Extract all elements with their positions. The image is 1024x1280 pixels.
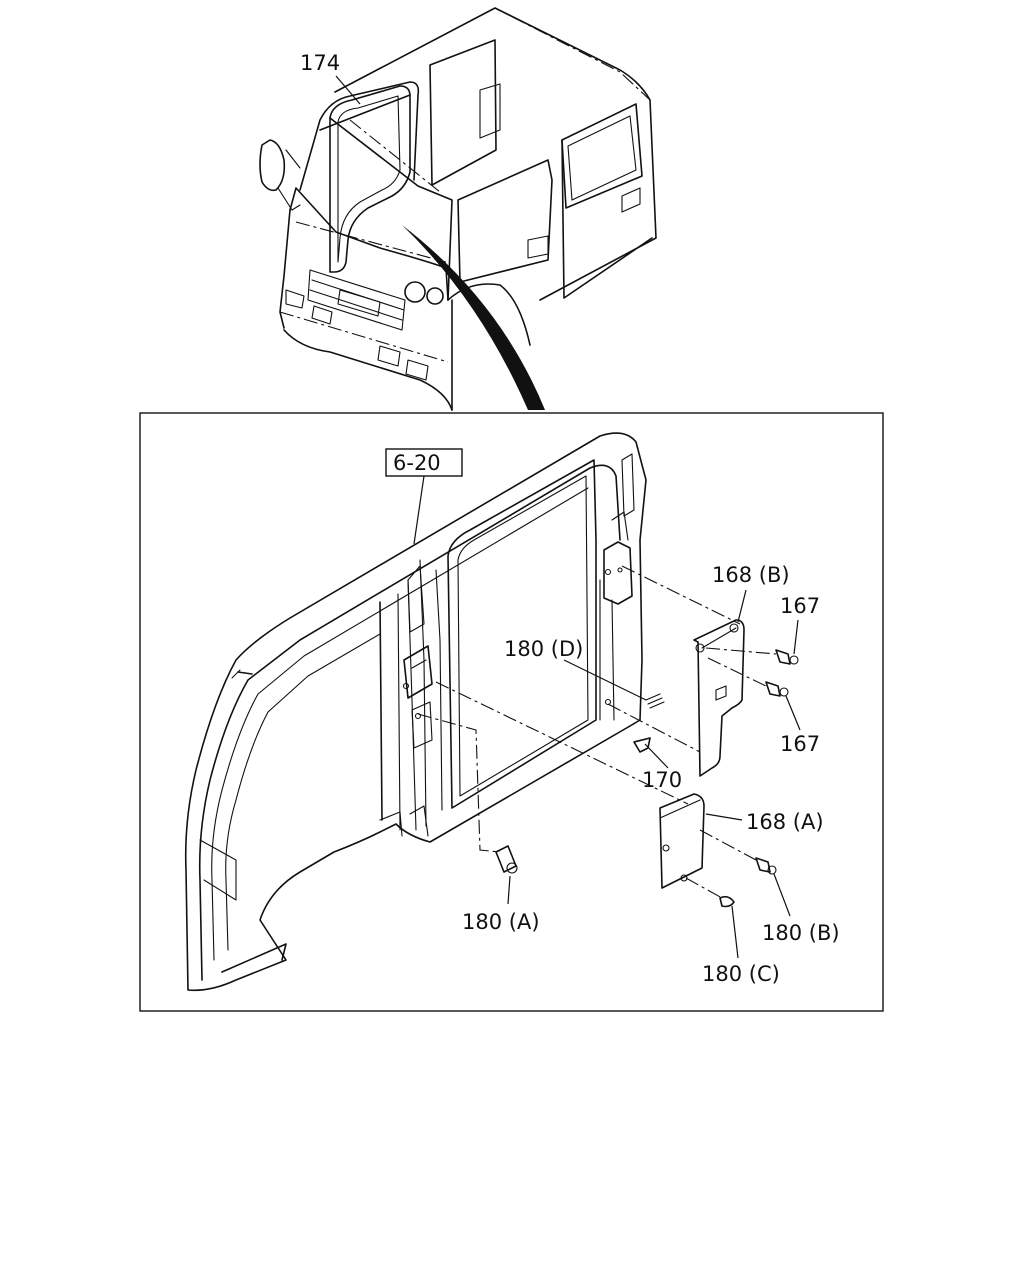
clip-180a bbox=[495, 845, 518, 874]
callout-167-lower: 167 bbox=[780, 732, 820, 756]
leader-lines bbox=[335, 75, 801, 959]
assembly-lines bbox=[417, 565, 777, 899]
clip-170 bbox=[633, 737, 651, 753]
callout-167-upper: 167 bbox=[780, 594, 820, 618]
fastener-167-upper bbox=[775, 649, 799, 665]
truck-cab-illustration bbox=[259, 7, 657, 411]
callout-168b: 168 (B) bbox=[712, 563, 790, 587]
callout-168a: 168 (A) bbox=[746, 810, 824, 834]
cab-side-panel bbox=[184, 432, 647, 992]
ref-box-label: 6-20 bbox=[393, 451, 441, 475]
clip-180d bbox=[645, 693, 665, 709]
clip-180c bbox=[719, 895, 735, 908]
callout-180d: 180 (D) bbox=[504, 637, 583, 661]
callout-174: 174 bbox=[300, 51, 340, 75]
callout-180c: 180 (C) bbox=[702, 962, 780, 986]
callout-170: 170 bbox=[642, 768, 682, 792]
callout-180b: 180 (B) bbox=[762, 921, 840, 945]
detail-frame bbox=[139, 412, 884, 1012]
trim-168a bbox=[659, 793, 705, 889]
ref-box bbox=[385, 448, 463, 477]
fastener-167-lower bbox=[765, 681, 789, 697]
callout-180a: 180 (A) bbox=[462, 910, 540, 934]
clip-180b bbox=[755, 857, 777, 875]
trim-168b bbox=[693, 619, 745, 777]
